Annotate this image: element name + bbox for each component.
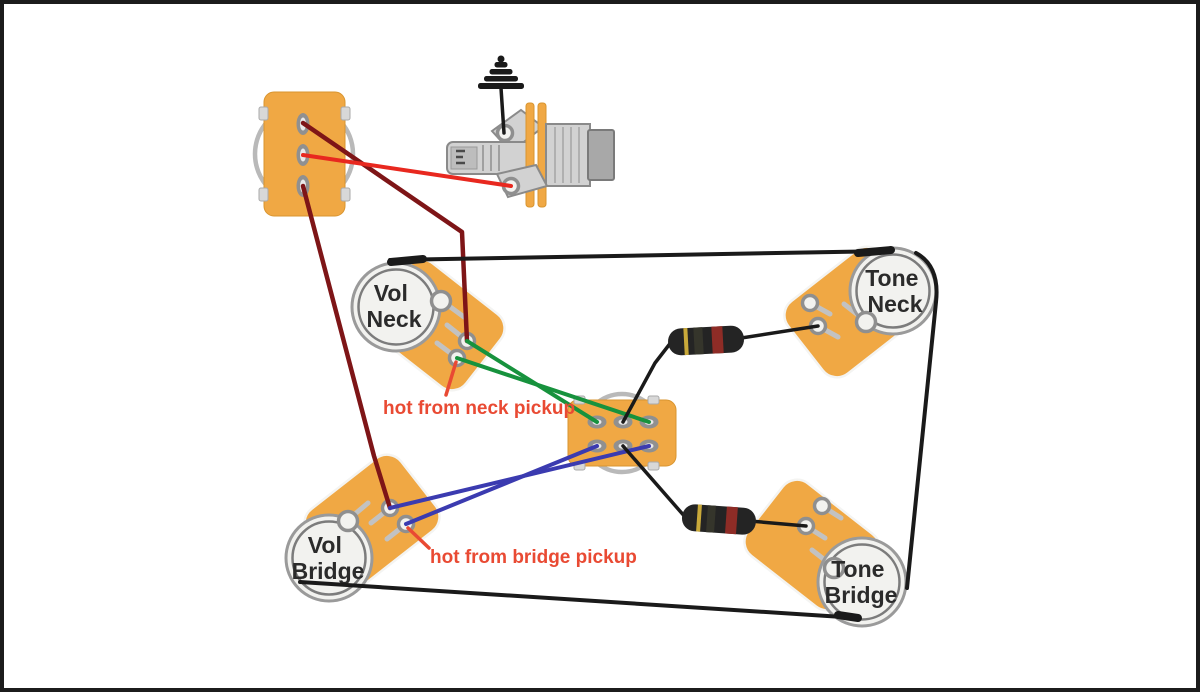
tone-bridge-label: Tone Bridge [825, 556, 898, 608]
connector-tab [647, 461, 660, 471]
tone-neck-label: Tone Neck [865, 265, 925, 317]
bridge-cap-to-tone-bridge-wire [748, 519, 808, 528]
center-connector [567, 391, 677, 475]
vol-neck-to-connector-wire-2 [455, 356, 651, 424]
connector-to-vol-bridge-wire-2 [404, 444, 599, 526]
connector-body [567, 399, 677, 467]
tone-bridge-lug-1 [812, 496, 832, 516]
bridge-cap-band-olive [706, 505, 716, 533]
vol-bridge-face-lug [336, 509, 360, 533]
switch-bottom-to-vol-bridge-wire [300, 183, 393, 511]
jack-washer-back [537, 102, 547, 208]
tone-bridge-inner-ring [823, 543, 901, 621]
jack-threaded-sleeve [545, 123, 591, 187]
neck-cap-body [668, 325, 745, 356]
vol-bridge-to-tone-bridge-ground-wire [298, 580, 860, 620]
wires [298, 86, 939, 622]
switch-tab [258, 106, 269, 121]
ground-icon-bar [489, 69, 513, 75]
bridge-tone-capacitor [681, 504, 756, 535]
neck-hot-label: hot from neck pickup [383, 398, 575, 419]
vol-bridge-body [284, 513, 374, 603]
tone-bridge-pot: Tone Bridge [743, 478, 908, 628]
switch-tab [340, 187, 351, 202]
vol-bridge-label: Vol Bridge [292, 532, 365, 584]
neck-cap-band-red [711, 326, 724, 354]
connector-to-neck-cap-wire [621, 339, 674, 424]
vol-neck-face-lug [429, 289, 453, 313]
ground-icon-bar [478, 83, 524, 89]
vol-neck-pot: Vol Neck [350, 258, 506, 392]
jack-barrel-ridges [482, 145, 500, 171]
connector-tab [647, 395, 660, 405]
ground-solder-joint [854, 246, 895, 257]
switch-to-jack-hot-wire [301, 153, 513, 188]
bridge-hot-label: hot from bridge pickup [430, 547, 637, 568]
ground-icon-tip [497, 55, 505, 63]
neck-tone-capacitor [668, 325, 745, 356]
ground-icon-bar [494, 62, 508, 68]
bridge-cap-body [681, 504, 756, 535]
connector-to-bridge-cap-wire [621, 444, 688, 520]
switch-top-to-vol-neck-wire [300, 120, 470, 344]
tone-neck-to-tone-bridge-ground-wire [905, 251, 939, 590]
ground-icon-bar [484, 76, 518, 82]
ground-solder-joint [387, 255, 427, 266]
switch-tab [340, 106, 351, 121]
annotations: hot from neck pickup hot from bridge pic… [383, 360, 637, 568]
neck-hot-pointer-line [444, 360, 458, 397]
ground-solder-joint [834, 611, 862, 622]
bridge-cap-band-red [725, 506, 738, 535]
tone-neck-lug-1 [800, 293, 820, 313]
vol-bridge-inner-ring [291, 520, 367, 596]
output-jack [446, 55, 615, 208]
ground-icon [478, 55, 524, 89]
switch-tab [258, 187, 269, 202]
jack-nut [587, 129, 615, 181]
jack-marking [456, 149, 465, 165]
neck-cap-band-olive [693, 327, 704, 355]
jack-thread-ridges [554, 127, 580, 183]
bridge-cap-band-yellow [696, 504, 702, 532]
tone-neck-inner-ring [855, 253, 931, 329]
vol-neck-to-tone-neck-ground-wire [388, 249, 892, 262]
vol-neck-label: Vol Neck [367, 280, 422, 332]
tone-bridge-face-lug [822, 556, 846, 580]
ground-symbol-to-jack-wire [499, 86, 506, 135]
tone-neck-face-lug [854, 310, 878, 334]
vol-bridge-face-lug-stem [352, 500, 371, 517]
vol-neck-face-lug-stem [446, 303, 467, 320]
tone-neck-pot: Tone Neck [783, 245, 938, 379]
bridge-hot-pointer-line [406, 526, 431, 550]
neck-cap-band-yellow [683, 327, 689, 356]
neck-cap-to-tone-neck-wire [733, 324, 820, 341]
